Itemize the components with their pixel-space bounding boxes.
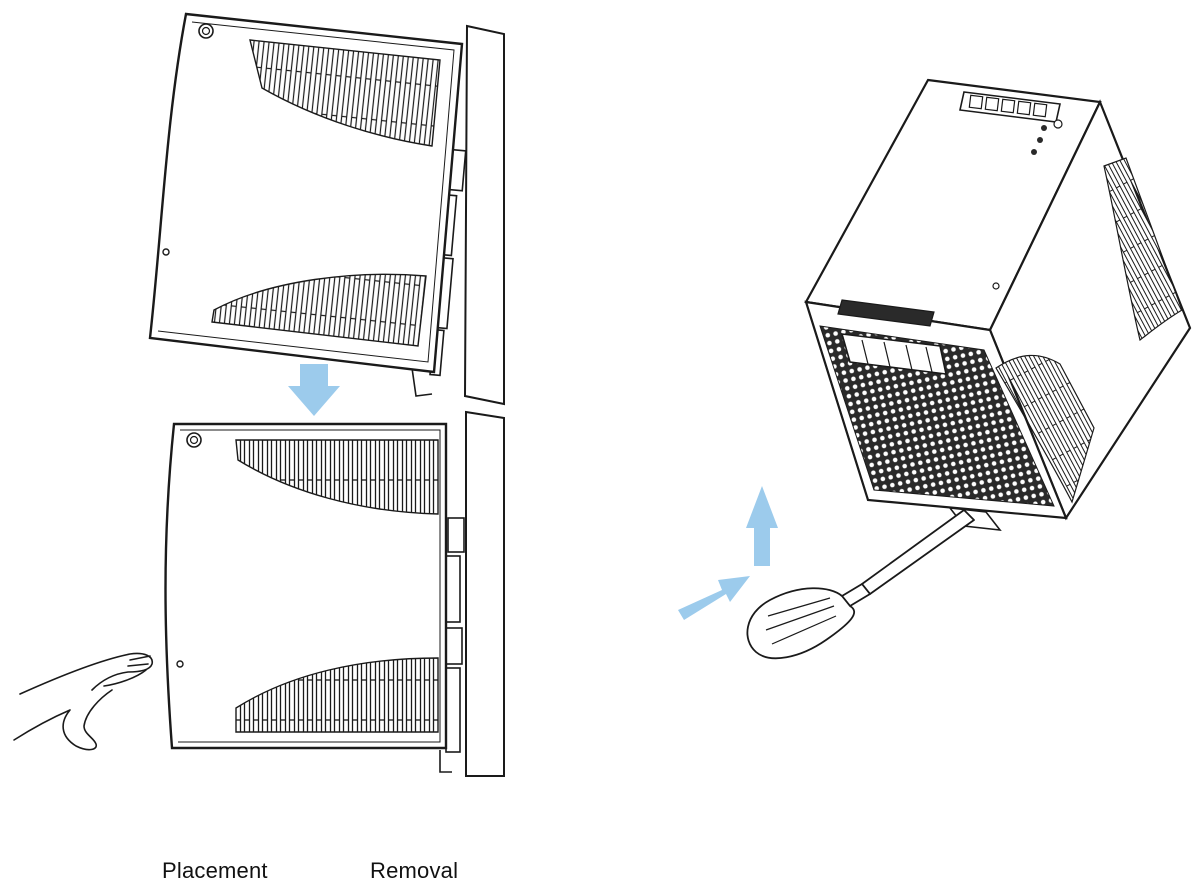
lower-terminal-block (837, 299, 935, 327)
up-arrow-icon (746, 486, 778, 566)
side-vent-lower (995, 354, 1095, 504)
screw-icon (186, 432, 202, 448)
mount-hole-icon (176, 660, 184, 668)
mount-hole-icon (162, 248, 170, 256)
din-rail-clip-lower (439, 517, 465, 773)
screw-icon (198, 23, 214, 39)
caption-placement: Placement (162, 858, 268, 883)
removal-unit (804, 78, 1192, 532)
front-vent-grid (819, 325, 1055, 507)
placement-step-1-unit (148, 12, 505, 406)
vent-top-mounted (235, 439, 439, 515)
led-indicator-icon (1041, 125, 1047, 131)
mounting-plate-upper (463, 24, 505, 406)
vent-bottom-tilted (211, 273, 427, 347)
caption-removal: Removal (370, 858, 459, 883)
screwdriver-icon (746, 509, 975, 660)
vent-bottom-mounted (235, 657, 439, 733)
placement-step-2-unit (164, 410, 505, 777)
down-arrow-icon (288, 364, 340, 416)
hand-icon (13, 652, 154, 751)
side-vent-upper (1103, 157, 1183, 342)
push-arrow-icon (678, 576, 750, 620)
vent-top-tilted (249, 39, 441, 147)
mounting-plate-lower (465, 410, 505, 777)
